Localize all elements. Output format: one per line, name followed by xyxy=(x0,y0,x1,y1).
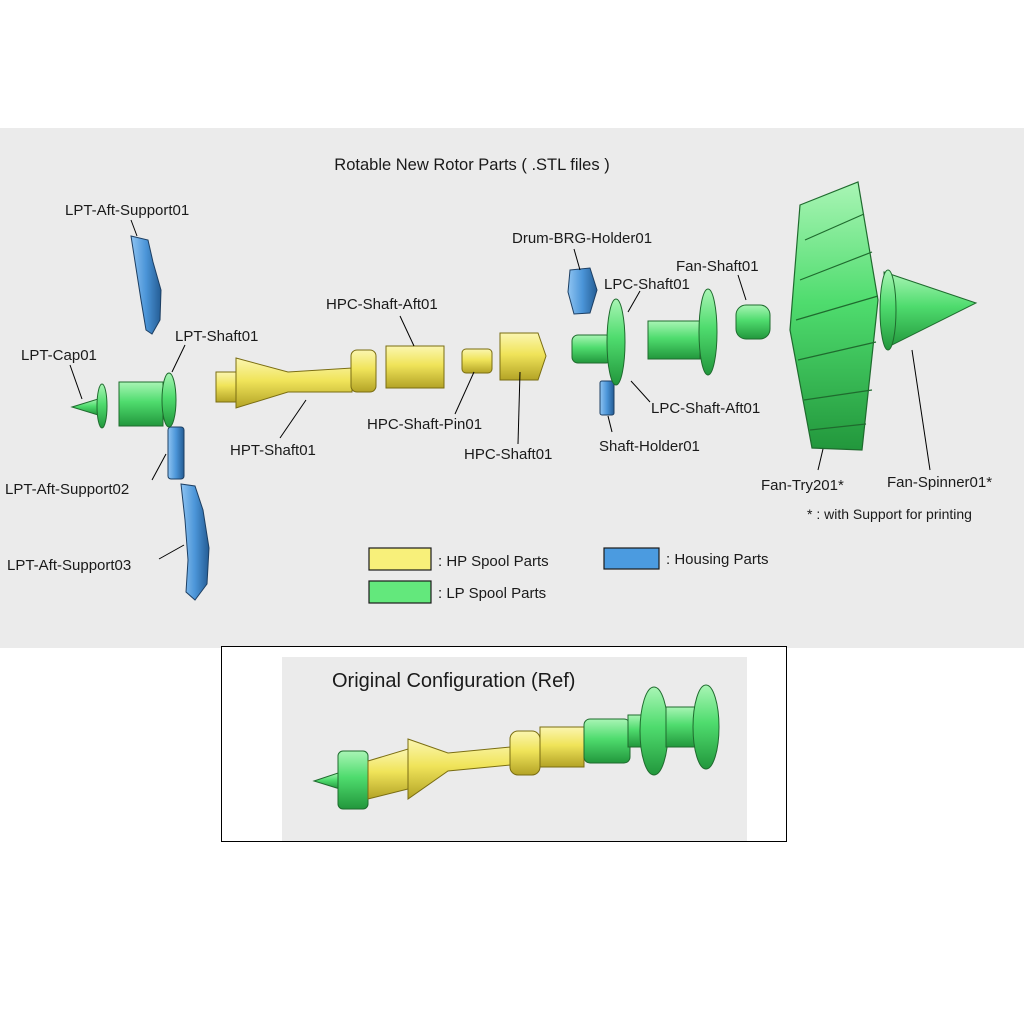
shaft-holder01-part xyxy=(599,380,615,416)
lpc-shaft01-part xyxy=(571,334,613,364)
lpt-shaft01-part xyxy=(118,381,164,427)
lpt-cap01-part xyxy=(70,398,99,416)
legend-label-housing: : Housing Parts xyxy=(666,551,769,568)
legend-swatch-lp xyxy=(368,580,432,604)
label-hpc-shaft01: HPC-Shaft01 xyxy=(464,446,552,463)
exploded-rotor-diagram: Rotable New Rotor Parts ( .STL files ) xyxy=(5,156,992,604)
hpt-shaft01-part xyxy=(235,357,353,409)
hpc-shaft-aft01-part xyxy=(385,345,445,389)
label-lpt-aft-support02: LPT-Aft-Support02 xyxy=(5,481,129,498)
label-lpt-aft-support01: LPT-Aft-Support01 xyxy=(65,202,189,219)
hpt-shaft01-flange xyxy=(215,371,237,403)
label-lpc-shaft01: LPC-Shaft01 xyxy=(604,276,690,293)
label-fan-try201: Fan-Try201* xyxy=(761,477,844,494)
legend-swatch-hp xyxy=(368,547,432,571)
lpt-aft-support01-part xyxy=(130,235,162,335)
label-shaft-holder01: Shaft-Holder01 xyxy=(599,438,700,455)
ref-hpt-cone xyxy=(407,738,511,800)
ref-lpc-disc xyxy=(639,686,669,776)
hpc-shaft-pin01-part xyxy=(461,348,493,374)
footnote: * : with Support for printing xyxy=(807,506,972,522)
fan-spinner01-base xyxy=(879,269,897,351)
hpc-shaft01-part xyxy=(499,332,547,381)
lpt-shaft01-flange xyxy=(161,372,177,428)
ref-fan-disc xyxy=(692,684,720,770)
ref-hpc-block xyxy=(539,726,585,768)
lpt-cap01-flange xyxy=(96,383,108,429)
lpt-aft-support02-part xyxy=(167,426,185,480)
ref-cap xyxy=(312,772,341,790)
ref-lpt-shaft xyxy=(337,750,369,810)
legend-swatch-housing xyxy=(603,547,660,570)
fan-shaft01-part xyxy=(735,304,771,340)
fan-try201-part xyxy=(789,181,879,451)
original-configuration-frame: Original Configuration (Ref) xyxy=(221,646,787,842)
drum-brg-holder01-part xyxy=(567,267,598,315)
label-drum-brg-holder01: Drum-BRG-Holder01 xyxy=(512,230,652,247)
lpc-shaft-flange xyxy=(606,298,626,386)
ref-lpc-shaft xyxy=(583,718,631,764)
label-lpt-cap01: LPT-Cap01 xyxy=(21,347,97,364)
label-fan-shaft01: Fan-Shaft01 xyxy=(676,258,759,275)
ref-title: Original Configuration (Ref) xyxy=(332,670,575,692)
legend-label-hp: : HP Spool Parts xyxy=(438,553,549,570)
label-lpt-shaft01: LPT-Shaft01 xyxy=(175,328,258,345)
legend: : HP Spool Parts : LP Spool Parts : Hous… xyxy=(368,547,769,604)
lpc-shaft-aft01-flange xyxy=(698,288,718,376)
label-lpt-aft-support03: LPT-Aft-Support03 xyxy=(7,557,131,574)
ref-yellow-segment-1 xyxy=(367,748,409,800)
lpt-aft-support03-part xyxy=(180,483,210,601)
label-lpc-shaft-aft01: LPC-Shaft-Aft01 xyxy=(651,400,760,417)
diagram-title: Rotable New Rotor Parts ( .STL files ) xyxy=(334,156,609,174)
hpt-shaft01-collar xyxy=(350,349,377,393)
label-hpt-shaft01: HPT-Shaft01 xyxy=(230,442,316,459)
parts-panel: Rotable New Rotor Parts ( .STL files ) xyxy=(0,128,1024,648)
leader-lines xyxy=(69,219,931,560)
label-hpc-shaft-aft01: HPC-Shaft-Aft01 xyxy=(326,296,438,313)
label-fan-spinner01: Fan-Spinner01* xyxy=(887,474,992,491)
ref-hpc-collar xyxy=(509,730,541,776)
label-hpc-shaft-pin01: HPC-Shaft-Pin01 xyxy=(367,416,482,433)
lpc-shaft-aft01-part xyxy=(647,320,701,360)
original-configuration-assembly: Original Configuration (Ref) xyxy=(312,670,720,810)
fan-spinner01-part xyxy=(883,271,978,349)
legend-label-lp: : LP Spool Parts xyxy=(438,585,546,602)
